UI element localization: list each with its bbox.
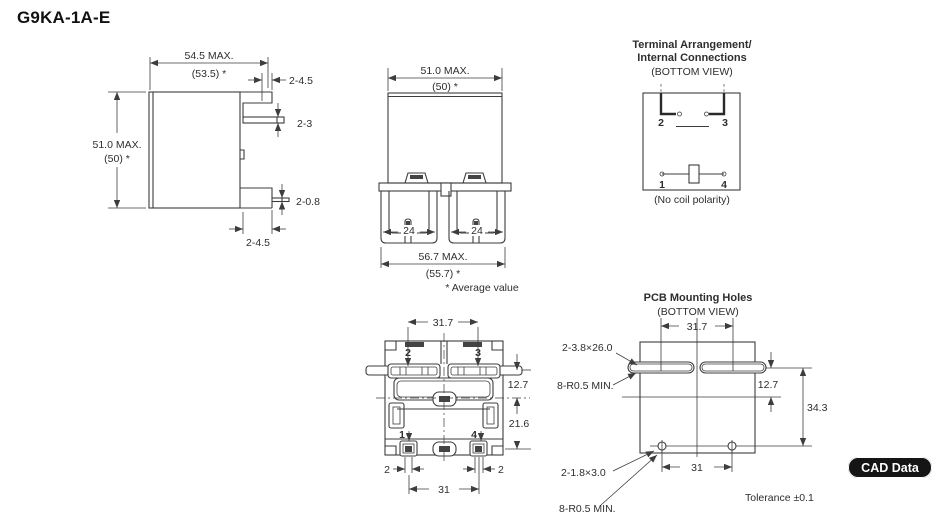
pcb-title: PCB Mounting Holes bbox=[644, 292, 753, 304]
pcb-slot-radius-label: 8-R0.5 MIN. bbox=[557, 380, 614, 392]
front-width-dim: 51.0 MAX. bbox=[420, 65, 469, 77]
tolerance-note: Tolerance ±0.1 bbox=[745, 492, 814, 504]
front-view: 51.0 MAX. (50) * 24 24 56.7 MAX. (55.7) … bbox=[378, 65, 519, 294]
front-right-lug-dim: 24 bbox=[471, 225, 483, 237]
front-overall-avg: (55.7) * bbox=[426, 268, 460, 280]
bottom-view-outline bbox=[365, 340, 523, 457]
side-view-dimensions: 54.5 MAX. (53.5) * 51.0 MAX. (50) * 2-4.… bbox=[92, 50, 320, 249]
coil-symbol bbox=[659, 164, 727, 184]
front-view-dimensions: 51.0 MAX. (50) * 24 24 56.7 MAX. (55.7) … bbox=[380, 65, 519, 294]
cad-data-button[interactable]: CAD Data bbox=[848, 457, 932, 478]
pcb-outline bbox=[622, 318, 812, 457]
pcb-hole-pitch-dim: 31 bbox=[691, 462, 703, 474]
side-bottom-terminal-dim: 2-4.5 bbox=[246, 237, 270, 249]
pcb-overall-height-dim: 34.3 bbox=[807, 402, 828, 414]
bottom-view: 2 3 1 4 31.7 bbox=[365, 317, 531, 496]
pcb-mounting-holes: PCB Mounting Holes (BOTTOM VIEW) bbox=[557, 292, 828, 515]
bv-blade-to-center-dim: 12.7 bbox=[508, 379, 529, 391]
bottom-view-centerlines bbox=[376, 333, 530, 461]
bv-terminal-pitch-dim: 31.7 bbox=[433, 317, 454, 329]
bv-terminal-1: 1 bbox=[399, 429, 405, 441]
front-view-outline bbox=[378, 92, 512, 244]
terminal-1-label: 1 bbox=[659, 179, 665, 191]
contact-symbol bbox=[659, 93, 726, 128]
side-height-dim: 51.0 MAX. bbox=[92, 139, 141, 151]
terminal-4-label: 4 bbox=[721, 179, 727, 191]
terminal-3-label: 3 bbox=[722, 117, 728, 129]
pcb-hole-size-label: 2-1.8×3.0 bbox=[561, 467, 606, 479]
side-lower-terminal-dim: 2-0.8 bbox=[296, 196, 320, 208]
average-value-note: * Average value bbox=[445, 282, 519, 294]
side-upper-terminal-dim: 2-3 bbox=[297, 118, 312, 130]
side-top-terminal-dim: 2-4.5 bbox=[289, 75, 313, 87]
pcb-slot-size-label: 2-3.8×26.0 bbox=[562, 342, 613, 354]
bv-coil-offset-left: 2 bbox=[384, 464, 390, 476]
pcb-leader-labels: 2-3.8×26.0 8-R0.5 MIN. 2-1.8×3.0 8-R0.5 … bbox=[557, 342, 814, 515]
bottom-view-dimensions: 31.7 12.7 21.6 2 bbox=[384, 317, 531, 496]
terminal-arrangement-view-label: (BOTTOM VIEW) bbox=[651, 66, 732, 78]
front-left-lug-dim: 24 bbox=[403, 225, 415, 237]
pcb-dimensions: 31.7 12.7 34.3 31 bbox=[660, 318, 828, 474]
front-overall-dim: 56.7 MAX. bbox=[418, 251, 467, 263]
bv-center-to-coil-dim: 21.6 bbox=[509, 418, 530, 430]
side-width-dim: 54.5 MAX. bbox=[184, 50, 233, 62]
terminal-arrangement: Terminal Arrangement/ Internal Connectio… bbox=[632, 39, 751, 206]
side-view: 54.5 MAX. (53.5) * 51.0 MAX. (50) * 2-4.… bbox=[92, 50, 320, 249]
coil-polarity-caption: (No coil polarity) bbox=[654, 194, 730, 206]
side-view-outline bbox=[148, 91, 290, 209]
terminal-2-label: 2 bbox=[658, 117, 664, 129]
page-title: G9KA-1A-E bbox=[17, 8, 111, 27]
pcb-view-label: (BOTTOM VIEW) bbox=[657, 306, 738, 318]
terminal-arrangement-box bbox=[642, 92, 741, 191]
front-width-avg: (50) * bbox=[432, 81, 458, 93]
side-height-avg: (50) * bbox=[104, 153, 130, 165]
side-width-avg: (53.5) * bbox=[192, 68, 226, 80]
terminal-arrangement-title-2: Internal Connections bbox=[637, 52, 746, 64]
terminal-arrangement-title-1: Terminal Arrangement/ bbox=[632, 39, 751, 51]
pcb-slot-to-center-dim: 12.7 bbox=[758, 379, 779, 391]
bv-coil-pitch-dim: 31 bbox=[438, 484, 450, 496]
bv-terminal-4: 4 bbox=[471, 429, 477, 441]
bv-coil-offset-right: 2 bbox=[498, 464, 504, 476]
pcb-slot-pitch-dim: 31.7 bbox=[687, 321, 708, 333]
pcb-hole-radius-label: 8-R0.5 MIN. bbox=[559, 503, 616, 515]
